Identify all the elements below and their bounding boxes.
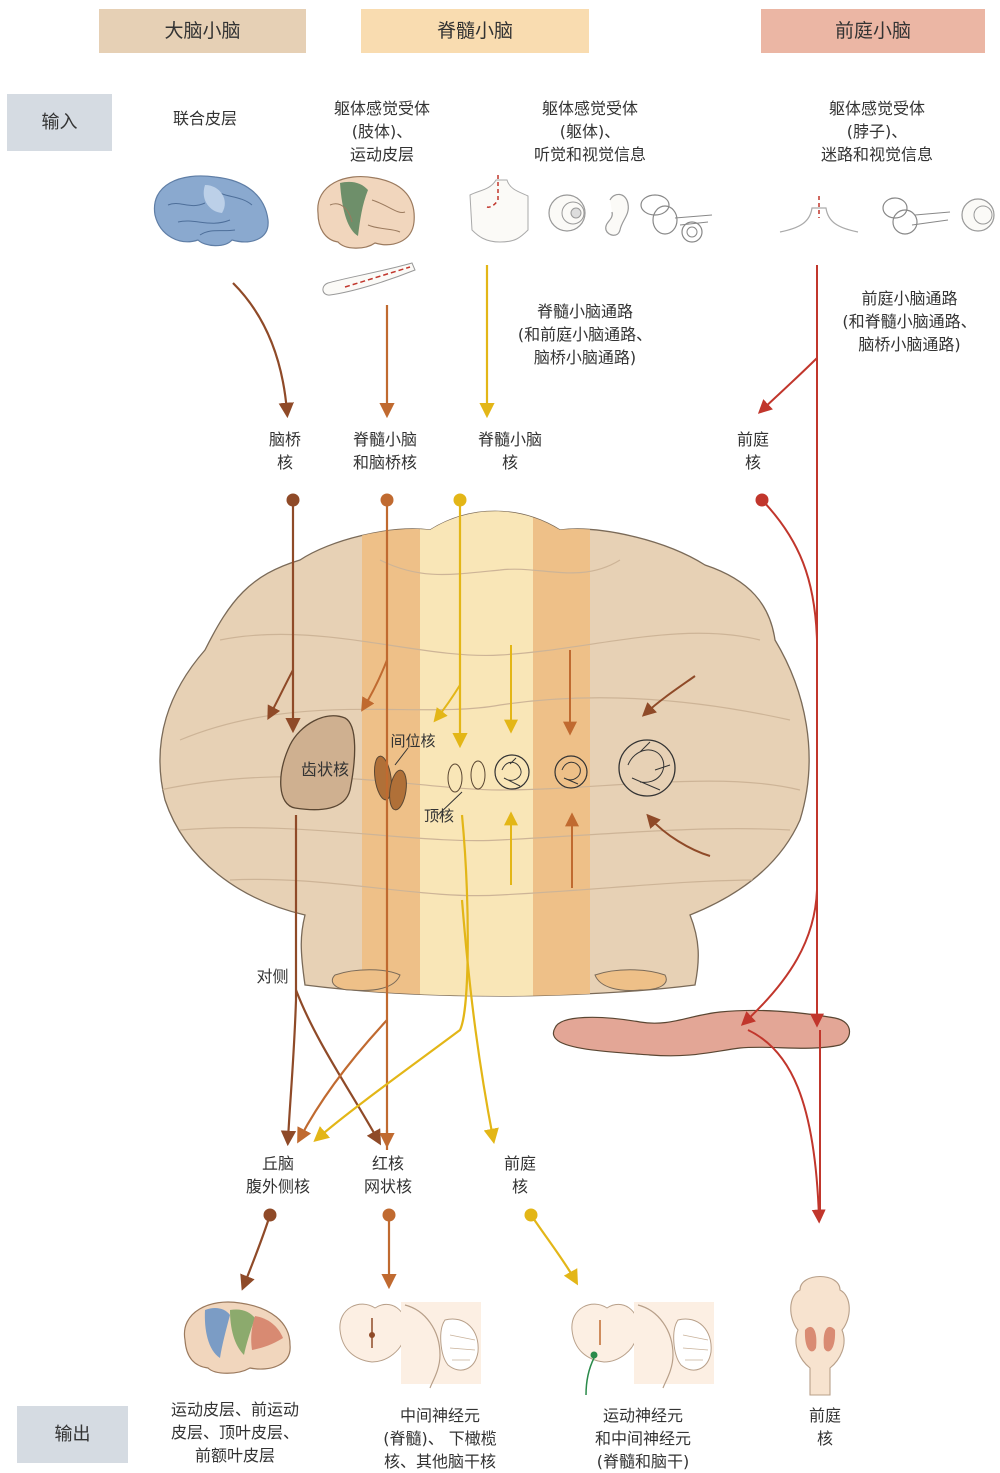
output-cortex-label: 运动皮层、前运动 皮层、顶叶皮层、 前额叶皮层	[150, 1398, 320, 1467]
torso-icon	[470, 175, 528, 242]
target-red-line1: 红核	[348, 1152, 428, 1175]
vest-pathway-line2: (和脊髓小脑通路、	[827, 310, 992, 333]
relay-spinal-pontine-line1: 脊髓小脑	[335, 428, 435, 451]
relay-vestibular-line2: 核	[718, 451, 788, 474]
input-trunk-line2: (躯体)、	[510, 120, 670, 143]
thalamus-to-cortex-arrow	[244, 1215, 270, 1285]
association-cortex-brain-icon	[154, 176, 268, 246]
spino-pathway-line1: 脊髓小脑通路	[500, 300, 670, 323]
output-cortex-line3: 前额叶皮层	[150, 1444, 320, 1467]
to-vestibular-relay-arrow	[762, 358, 817, 410]
target-vestibular-line1: 前庭	[485, 1152, 555, 1175]
relay-spinocerebellar-label: 脊髓小脑 核	[460, 428, 560, 474]
spino-pathway-line2: (和前庭小脑通路、	[500, 323, 670, 346]
fastigial-nucleus-label: 顶核	[415, 806, 463, 826]
spino-pathway-line3: 脑桥小脑通路)	[500, 346, 670, 369]
relay-pontine-line1: 脑桥	[250, 428, 320, 451]
contralateral-label: 对侧	[245, 965, 300, 988]
spino-zone-right	[533, 500, 590, 1000]
vestibular-to-motor-arrow	[531, 1215, 575, 1280]
fastigial-nucleus-2	[471, 761, 485, 789]
brainstem-sagittal-icon-1	[401, 1302, 481, 1388]
cerebellum	[160, 500, 809, 1000]
vestibular-branch-arrow	[745, 890, 817, 1022]
relay-spinocerebellar-line2: 核	[460, 451, 560, 474]
vest-pathway-line3: 脑桥小脑通路)	[827, 333, 992, 356]
target-red-line2: 网状核	[348, 1175, 428, 1198]
input-association-cortex: 联合皮层	[150, 107, 260, 130]
target-thalamus-line1: 丘脑	[228, 1152, 328, 1175]
vestibulocerebellar-pathway-label: 前庭小脑通路 (和脊髓小脑通路、 脑桥小脑通路)	[827, 287, 992, 356]
input-somatosensory-trunk: 躯体感觉受体 (躯体)、 听觉和视觉信息	[510, 97, 670, 166]
input-neck-line3: 迷路和视觉信息	[797, 143, 957, 166]
labyrinth-icon-2	[883, 198, 950, 234]
input-somatosensory-limb: 躯体感觉受体 (肢体)、 运动皮层	[302, 97, 462, 166]
interposed-to-thalamus-arrow	[300, 1020, 387, 1138]
output-cortex-line1: 运动皮层、前运动	[150, 1398, 320, 1421]
relay-spinocerebellar-line1: 脊髓小脑	[460, 428, 560, 451]
output-motor-line3: (脊髓和脑干)	[568, 1450, 718, 1473]
eye-icon-2	[962, 199, 994, 231]
pontine-nuclei-dot	[287, 494, 300, 507]
output-vestibular-line1: 前庭	[790, 1404, 860, 1427]
relay-spinal-pontine-line2: 和脑桥核	[335, 451, 435, 474]
output-cortex-line2: 皮层、顶叶皮层、	[150, 1421, 320, 1444]
arm-icon	[323, 263, 415, 295]
target-thalamus-label: 丘脑 腹外侧核	[228, 1152, 328, 1198]
neck-icon	[780, 196, 858, 232]
eye-icon	[549, 195, 585, 231]
input-somatosensory-neck: 躯体感觉受体 (脖子)、 迷路和视觉信息	[797, 97, 957, 166]
brainstem-sagittal-icon-2	[634, 1302, 714, 1388]
brainstem-vestibular-shape	[553, 1010, 849, 1055]
spinocerebellar-pathway-label: 脊髓小脑通路 (和前庭小脑通路、 脑桥小脑通路)	[500, 300, 670, 369]
output-cortex-brain-icon	[184, 1302, 290, 1373]
output-vestibular-line2: 核	[790, 1427, 860, 1450]
input-limb-line2: (肢体)、	[302, 120, 462, 143]
ear-icon	[606, 194, 629, 235]
relay-vestibular-label: 前庭 核	[718, 428, 788, 474]
spinal-pontine-dot	[381, 494, 394, 507]
brainstem-vestibular-nuclei-icon	[791, 1277, 850, 1396]
labyrinth-icon	[641, 195, 712, 242]
interposed-nucleus-label: 间位核	[382, 731, 444, 751]
relay-pontine-line2: 核	[250, 451, 320, 474]
output-motor-line1: 运动神经元	[568, 1404, 718, 1427]
vest-pathway-line1: 前庭小脑通路	[827, 287, 992, 310]
relay-pontine-label: 脑桥 核	[250, 428, 320, 474]
input-neck-line2: (脖子)、	[797, 120, 957, 143]
relay-vestibular-line1: 前庭	[718, 428, 788, 451]
input-neck-line1: 躯体感觉受体	[797, 97, 957, 120]
target-red-reticular-label: 红核 网状核	[348, 1152, 428, 1198]
input-trunk-line1: 躯体感觉受体	[510, 97, 670, 120]
dentate-to-red-arrow	[296, 990, 378, 1140]
homunculus-vermis-icon	[495, 755, 529, 789]
spinocerebellar-dot	[454, 494, 467, 507]
homunculus-intermediate-icon	[555, 756, 587, 788]
output-interneurons-line1: 中间神经元	[355, 1404, 525, 1427]
input-trunk-line3: 听觉和视觉信息	[510, 143, 670, 166]
spinal-cord-icon-2	[572, 1304, 638, 1395]
output-interneurons-line3: 核、其他脑干核	[355, 1450, 525, 1473]
association-to-pontine-arrow	[233, 283, 287, 412]
relay-spinal-pontine-label: 脊髓小脑 和脑桥核	[335, 428, 435, 474]
input-limb-line3: 运动皮层	[302, 143, 462, 166]
dentate-nucleus-label: 齿状核	[290, 758, 360, 781]
vestibular-relay-dot	[756, 494, 769, 507]
output-vestibular-label: 前庭 核	[790, 1404, 860, 1450]
input-limb-line1: 躯体感觉受体	[302, 97, 462, 120]
target-vestibular-label: 前庭 核	[485, 1152, 555, 1198]
fastigial-nucleus-1	[448, 764, 462, 792]
vestibular-to-output-arrow	[748, 1030, 819, 1218]
output-interneurons-line2: (脊髓)、 下橄榄	[355, 1427, 525, 1450]
motor-cortex-brain-icon	[318, 177, 414, 249]
spinal-cord-icon-1	[340, 1304, 406, 1362]
output-motor-line2: 和中间神经元	[568, 1427, 718, 1450]
target-vestibular-line2: 核	[485, 1175, 555, 1198]
homunculus-lateral-icon	[619, 740, 675, 796]
target-thalamus-line2: 腹外侧核	[228, 1175, 328, 1198]
